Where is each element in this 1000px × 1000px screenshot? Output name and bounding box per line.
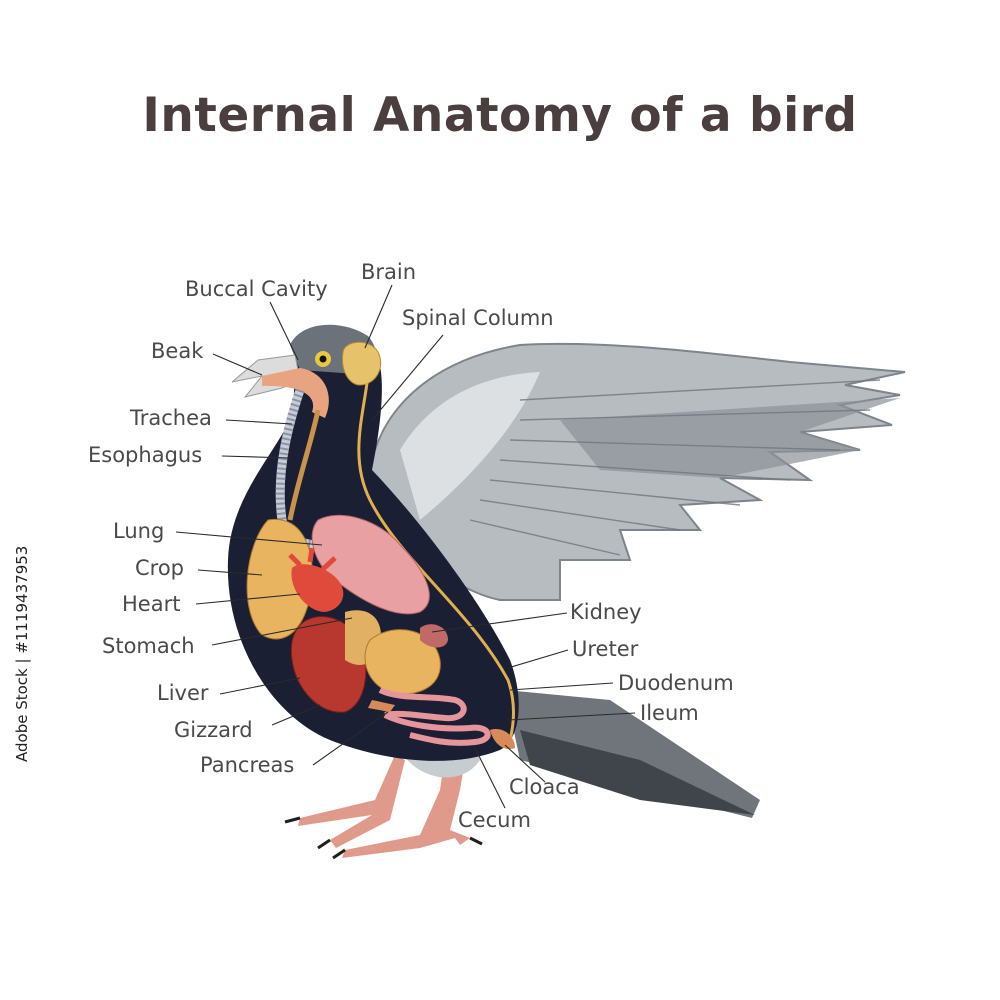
label-crop: Crop <box>135 556 184 580</box>
leader-lines <box>175 284 636 809</box>
label-buccal-cavity: Buccal Cavity <box>185 277 328 301</box>
label-lung: Lung <box>113 519 164 543</box>
page-title: Internal Anatomy of a bird <box>142 88 858 143</box>
brain <box>341 341 382 386</box>
stock-id-watermark: Adobe Stock | #1119437953 <box>13 545 31 762</box>
cloaca <box>490 729 515 750</box>
tail-feathers-dark <box>520 730 755 815</box>
pancreas <box>368 700 395 712</box>
wing-feather-lines <box>469 379 881 556</box>
wing-coverts <box>400 372 540 520</box>
heart <box>291 564 344 612</box>
label-brain: Brain <box>361 260 416 284</box>
label-duodenum: Duodenum <box>618 671 734 695</box>
label-spinal-column: Spinal Column <box>402 306 554 330</box>
labels: Buccal Cavity Brain Spinal Column Beak T… <box>88 260 734 832</box>
esophagus <box>287 409 321 521</box>
label-cloaca: Cloaca <box>509 775 580 799</box>
label-gizzard: Gizzard <box>174 718 253 742</box>
label-ureter: Ureter <box>572 637 639 661</box>
label-ileum: Ileum <box>640 701 699 725</box>
label-cecum: Cecum <box>458 808 531 832</box>
label-stomach: Stomach <box>102 634 195 658</box>
legs <box>284 755 483 860</box>
label-heart: Heart <box>122 592 180 616</box>
buccal-cavity <box>262 368 329 418</box>
label-beak: Beak <box>151 339 204 363</box>
wing-primaries <box>560 398 900 478</box>
tail-feathers <box>505 690 760 818</box>
label-pancreas: Pancreas <box>200 753 294 777</box>
label-esophagus: Esophagus <box>88 443 202 467</box>
label-kidney: Kidney <box>570 600 642 624</box>
intestines <box>378 687 491 746</box>
kidney <box>420 624 448 648</box>
label-trachea: Trachea <box>129 406 212 430</box>
gizzard <box>364 629 441 695</box>
label-liver: Liver <box>157 681 209 705</box>
